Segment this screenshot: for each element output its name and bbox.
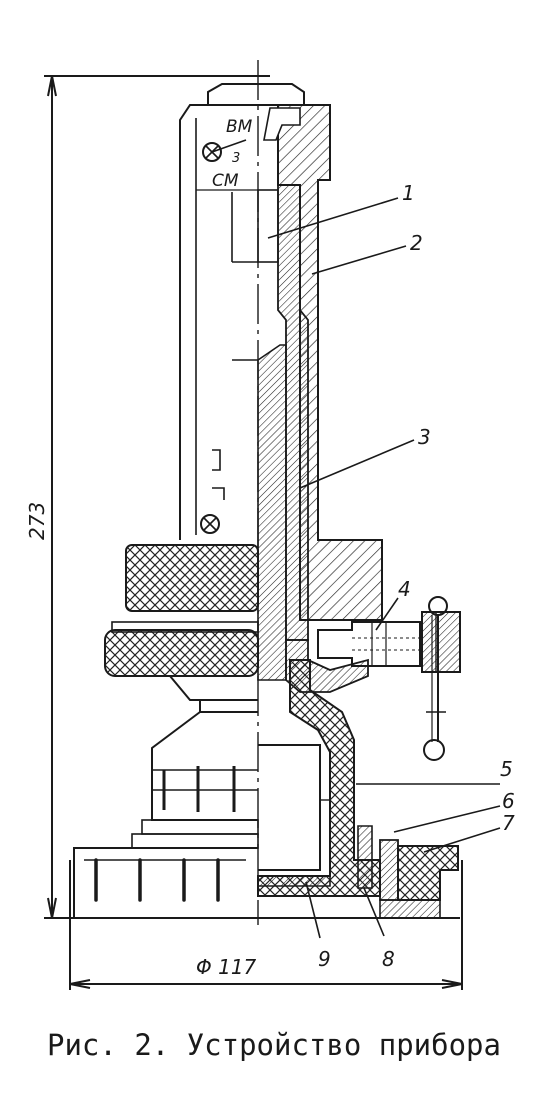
callout-9: 9: [318, 947, 331, 971]
callout-2: 2: [410, 231, 423, 255]
part-9-bottom-plate: [257, 875, 331, 887]
callout-1: 1: [402, 181, 415, 205]
dimension-diameter: Φ 117: [196, 955, 257, 979]
figure-caption: Рис. 2. Устройство прибора: [47, 1028, 501, 1062]
lower-bell: [151, 711, 258, 821]
dim-height-arrow-bottom: [47, 897, 57, 919]
tube-left-wall: [179, 104, 258, 540]
scale-label-bottom: СМ: [212, 171, 239, 191]
callout-6: 6: [502, 789, 515, 813]
scale-screw-top: [202, 142, 222, 162]
device-cross-section-drawing: 1 2 3 4 5 6 7 8 9 ВМ 3 СМ 273 Φ 117: [25, 60, 515, 990]
scale-screw-bottom: [200, 514, 220, 534]
callout-5: 5: [500, 757, 513, 781]
handle-knob-bottom: [423, 739, 445, 761]
part-4-valve-stem: [317, 621, 421, 667]
dimension-height: 273: [25, 502, 49, 540]
lower-ring: [104, 629, 259, 677]
dim-diameter-arrow-right: [441, 979, 463, 989]
callout-3: 3: [418, 425, 431, 449]
part-7-nut: [397, 845, 459, 901]
dim-diameter-arrow-left: [69, 979, 91, 989]
upper-ring: [125, 544, 259, 612]
valve-handwheel: [421, 611, 461, 673]
callout-8: 8: [382, 947, 395, 971]
top-cap: [207, 83, 305, 105]
callout-7: 7: [502, 811, 515, 835]
part-8-gasket: [357, 825, 373, 889]
part-6-seal: [379, 839, 399, 901]
scale-label-top: ВМ: [226, 117, 253, 137]
scale-label-mid: 3: [232, 151, 240, 166]
part-2-housing: [258, 104, 383, 621]
dim-height-arrow-top: [47, 75, 57, 97]
callout-4: 4: [398, 577, 411, 601]
base-plate: [73, 847, 258, 918]
part-1-piston: [257, 189, 279, 263]
